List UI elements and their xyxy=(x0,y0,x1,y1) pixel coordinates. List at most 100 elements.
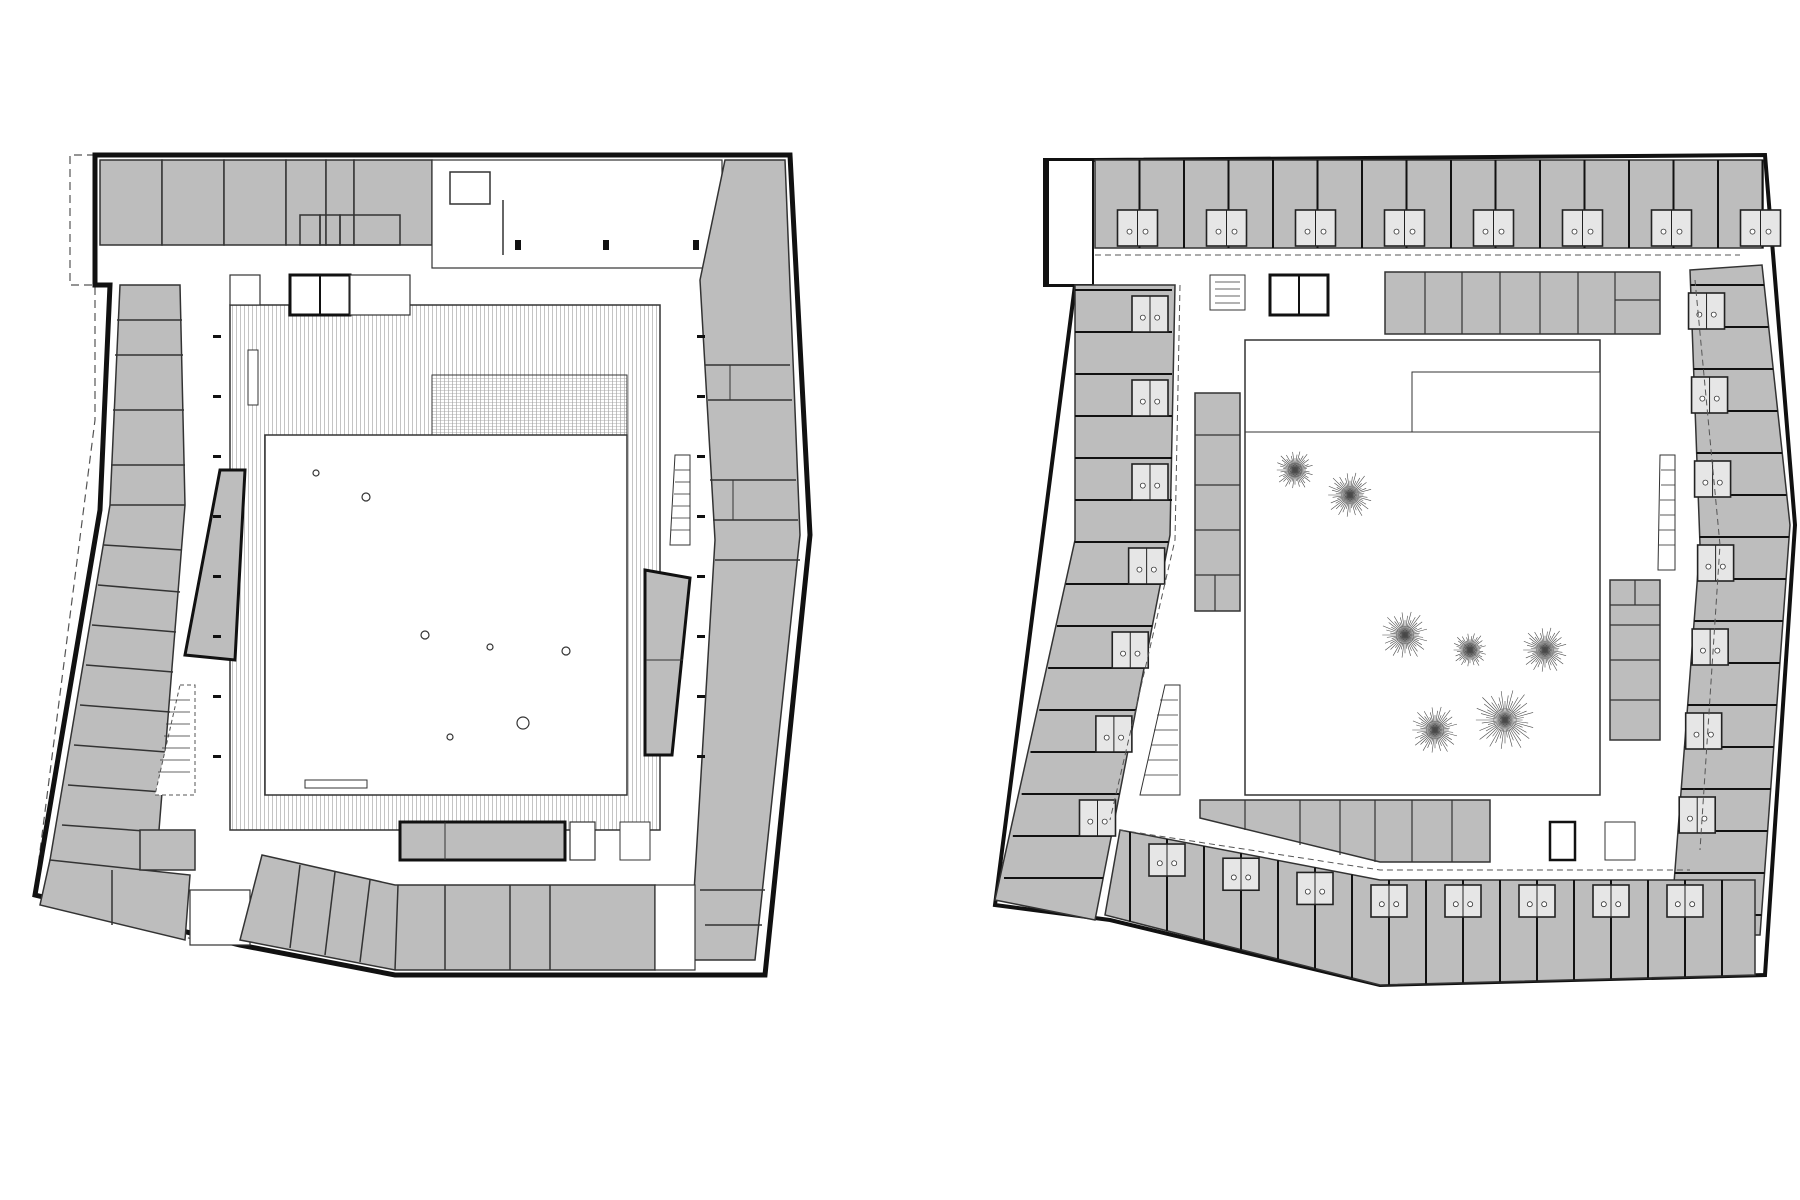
tree-branch xyxy=(1281,459,1296,471)
tree-branch xyxy=(1487,709,1506,721)
north-wing-rooms xyxy=(99,159,433,246)
tree-branch xyxy=(1404,634,1422,645)
tree-branch xyxy=(1434,709,1451,731)
tree-branch xyxy=(1404,627,1422,636)
upper-west-stair xyxy=(1139,684,1181,796)
tree-branch xyxy=(1504,719,1522,748)
tree-branch xyxy=(1504,690,1514,721)
toilet-fixture xyxy=(1600,901,1607,908)
tree-crown xyxy=(1341,486,1359,504)
tree-branch xyxy=(1469,649,1475,666)
tree-branch xyxy=(1349,475,1365,496)
tree-branch xyxy=(1349,494,1367,505)
toilet-fixture xyxy=(1134,650,1141,657)
tree-branch xyxy=(1544,649,1567,656)
tree-branch xyxy=(1481,719,1506,724)
tree-branch xyxy=(1482,697,1506,721)
south-bath-units xyxy=(1148,843,1704,918)
tree-branch xyxy=(1420,729,1436,745)
tree-branch xyxy=(1349,494,1363,516)
tree-branch xyxy=(1390,626,1406,636)
tree-branch xyxy=(1288,469,1296,485)
tree-branch xyxy=(1335,494,1351,510)
tree-branch xyxy=(1404,611,1412,636)
tree-branch xyxy=(1386,634,1406,638)
tree-branch xyxy=(1349,494,1364,501)
tree-branch xyxy=(1399,617,1406,636)
tree-branch xyxy=(1544,643,1562,651)
toilet-fixture xyxy=(1320,228,1327,235)
toilet-fixture xyxy=(1716,479,1723,486)
toilet-fixture xyxy=(1699,395,1706,402)
tree-branch xyxy=(1434,715,1442,731)
tree-branch xyxy=(1349,494,1369,510)
toilet-fixture xyxy=(1713,395,1720,402)
toilet-fixture xyxy=(1304,888,1311,895)
tree-branch xyxy=(1526,644,1546,651)
tree-branch xyxy=(1417,712,1436,731)
courtyard-column-markers xyxy=(312,469,571,741)
toilet-fixture xyxy=(1541,901,1548,908)
toilet-fixture xyxy=(1319,888,1326,895)
courtyard-open-space xyxy=(264,434,628,796)
tree-branch xyxy=(1349,482,1367,496)
tree-branch xyxy=(1386,629,1406,636)
tree-branch xyxy=(1336,487,1351,496)
tree-branch xyxy=(1404,621,1423,636)
toilet-fixture xyxy=(1660,228,1667,235)
tree-branch xyxy=(1504,717,1524,721)
tree-branch xyxy=(1349,488,1367,496)
tree-branch xyxy=(1404,634,1411,656)
tree-branch xyxy=(1469,649,1484,661)
tree-branch xyxy=(1294,464,1313,471)
tree-branch xyxy=(1434,706,1442,731)
tree-branch xyxy=(1434,729,1448,747)
tree-branch xyxy=(1434,710,1438,731)
tree-branch xyxy=(1530,649,1546,665)
tree-branch xyxy=(1388,622,1406,636)
tree-branch xyxy=(1397,634,1406,654)
tree-branch xyxy=(1290,455,1296,471)
tree-branch xyxy=(1541,649,1546,672)
tree-branch xyxy=(1544,631,1548,651)
tree-branch xyxy=(1430,729,1436,745)
toilet-fixture xyxy=(1707,731,1714,738)
toilet-fixture xyxy=(1120,650,1126,657)
tree-branch xyxy=(1504,719,1514,741)
toilet-fixture xyxy=(1526,901,1533,908)
tree-branch xyxy=(1504,719,1529,724)
tree-branch xyxy=(1544,649,1558,666)
tree-branch xyxy=(1420,727,1436,731)
tree-branch xyxy=(1330,494,1351,510)
toilet-fixture xyxy=(1498,228,1505,235)
toilet-fixture xyxy=(1714,647,1721,654)
tree-branch xyxy=(1469,633,1475,651)
toilet-fixture xyxy=(1702,479,1709,486)
tree-branch xyxy=(1500,691,1506,721)
tree-branch xyxy=(1544,627,1552,651)
tree-branch xyxy=(1331,489,1351,496)
tree-branch xyxy=(1544,630,1560,651)
toilet-fixture xyxy=(1136,566,1143,573)
tree-branch xyxy=(1349,494,1372,501)
tree-branch xyxy=(1339,476,1351,496)
tree-branch xyxy=(1422,729,1436,751)
tree-branch xyxy=(1294,469,1311,482)
tree-branch xyxy=(1485,719,1506,732)
tree-branch xyxy=(1335,492,1351,496)
toilet-fixture xyxy=(1154,398,1161,405)
tree-branch xyxy=(1416,724,1436,731)
inner-west-rooms xyxy=(1194,392,1241,612)
tree-branch xyxy=(1504,702,1528,721)
tree-branch xyxy=(1392,634,1406,656)
tree-branch xyxy=(1404,634,1425,650)
tree-branch xyxy=(1332,494,1351,498)
tree-branch xyxy=(1455,649,1471,657)
tree-branch xyxy=(1469,645,1486,651)
tree-branch xyxy=(1434,729,1455,745)
tree-branch xyxy=(1504,719,1523,728)
toilet-fixture xyxy=(1139,482,1146,489)
toilet-fixture xyxy=(1101,818,1108,825)
